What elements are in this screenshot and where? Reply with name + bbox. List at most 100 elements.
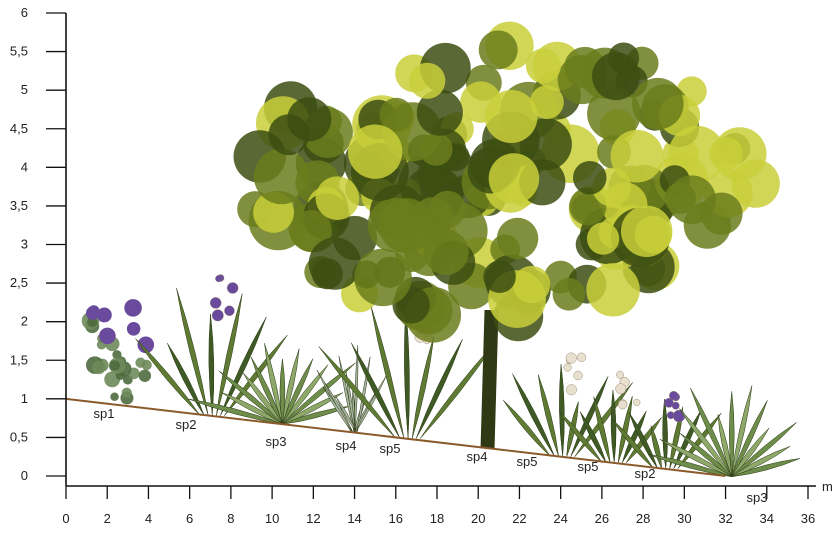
x-tick-label: 34 bbox=[760, 511, 774, 526]
shrub-foliage bbox=[135, 358, 145, 368]
plant-label: sp3 bbox=[266, 434, 287, 449]
y-tick-label: 4,5 bbox=[10, 121, 28, 136]
flower bbox=[210, 297, 221, 308]
x-tick-label: 36 bbox=[801, 511, 815, 526]
x-tick-label: 22 bbox=[512, 511, 526, 526]
leaf bbox=[611, 390, 616, 463]
flower bbox=[673, 410, 685, 422]
leaf bbox=[559, 364, 564, 457]
tree-foliage bbox=[526, 48, 561, 83]
leaf bbox=[651, 426, 662, 469]
plant-label: sp4 bbox=[467, 449, 488, 464]
flower bbox=[574, 371, 583, 380]
x-axis-ticks: 024681012141618202224262830323436 bbox=[62, 486, 815, 526]
plant-purple-flower-shrub bbox=[82, 299, 154, 404]
tree-foliage bbox=[553, 278, 586, 311]
x-tick-label: 12 bbox=[306, 511, 320, 526]
flower bbox=[215, 275, 221, 281]
plant-label: sp2 bbox=[635, 466, 656, 481]
tree-foliage bbox=[348, 125, 402, 179]
flower bbox=[616, 371, 623, 378]
flower bbox=[566, 384, 577, 395]
tree-foliage bbox=[268, 114, 309, 155]
y-tick-label: 5,5 bbox=[10, 44, 28, 59]
plant-label: sp4 bbox=[336, 438, 357, 453]
tree-foliage bbox=[254, 149, 309, 204]
tree-foliage bbox=[700, 193, 742, 235]
flower bbox=[566, 353, 577, 364]
x-axis-unit: m bbox=[822, 479, 833, 494]
plant-label: sp5 bbox=[578, 459, 599, 474]
tree-foliage bbox=[592, 52, 640, 100]
x-tick-label: 10 bbox=[265, 511, 279, 526]
flower bbox=[124, 299, 142, 317]
tree-foliage bbox=[354, 249, 412, 307]
tree-foliage bbox=[409, 63, 445, 99]
x-tick-label: 20 bbox=[471, 511, 485, 526]
tree-foliage bbox=[485, 90, 538, 143]
y-axis-ticks: 0 0,5 1 1,5 2 2,5 3 3,5 4 4,5 5 5,5 6 bbox=[10, 5, 66, 483]
x-tick-label: 0 bbox=[62, 511, 69, 526]
y-tick-label: 1 bbox=[21, 391, 28, 406]
flower bbox=[212, 310, 223, 321]
leaf bbox=[371, 305, 404, 438]
plant-label: sp5 bbox=[380, 441, 401, 456]
tree-foliage bbox=[632, 78, 684, 130]
tree-foliage bbox=[635, 216, 673, 254]
x-tick-label: 26 bbox=[595, 511, 609, 526]
y-tick-label: 2,5 bbox=[10, 275, 28, 290]
tree-foliage bbox=[513, 266, 550, 303]
x-tick-label: 16 bbox=[389, 511, 403, 526]
plant-label: sp5 bbox=[517, 454, 538, 469]
x-tick-label: 4 bbox=[145, 511, 152, 526]
x-tick-label: 18 bbox=[430, 511, 444, 526]
flower bbox=[633, 399, 640, 406]
y-tick-label: 0,5 bbox=[10, 429, 28, 444]
tree-foliage bbox=[309, 237, 361, 289]
tree-foliage bbox=[573, 161, 607, 195]
x-tick-label: 2 bbox=[104, 511, 111, 526]
y-tick-label: 0 bbox=[21, 468, 28, 483]
flower bbox=[618, 400, 627, 409]
tree-foliage bbox=[420, 133, 453, 166]
shrub-foliage bbox=[139, 370, 151, 382]
y-tick-label: 1,5 bbox=[10, 352, 28, 367]
x-tick-label: 8 bbox=[227, 511, 234, 526]
flower bbox=[127, 322, 141, 336]
y-tick-label: 5 bbox=[21, 82, 28, 97]
y-tick-label: 4 bbox=[21, 159, 28, 174]
tree-foliage bbox=[489, 153, 540, 204]
y-tick-label: 2 bbox=[21, 314, 28, 329]
y-tick-label: 6 bbox=[21, 5, 28, 20]
flower bbox=[99, 328, 116, 345]
shrub-foliage bbox=[92, 361, 106, 375]
x-tick-label: 6 bbox=[186, 511, 193, 526]
flower bbox=[564, 364, 572, 372]
x-tick-label: 24 bbox=[553, 511, 567, 526]
flower bbox=[616, 384, 626, 394]
tree-foliage bbox=[479, 30, 518, 69]
y-tick-label: 3,5 bbox=[10, 198, 28, 213]
x-tick-label: 30 bbox=[677, 511, 691, 526]
tree-foliage bbox=[713, 127, 767, 181]
tree-foliage bbox=[587, 222, 619, 254]
flower bbox=[224, 306, 234, 316]
tree-foliage bbox=[586, 263, 639, 316]
tree-foliage bbox=[497, 218, 538, 259]
tree-foliage bbox=[483, 260, 515, 292]
tree-foliage bbox=[611, 130, 664, 183]
flower bbox=[227, 282, 238, 293]
x-tick-label: 28 bbox=[636, 511, 650, 526]
flower bbox=[669, 391, 678, 400]
shrub-foliage bbox=[110, 393, 118, 401]
tree-trunk bbox=[481, 310, 499, 448]
plant-label: sp2 bbox=[176, 417, 197, 432]
flower bbox=[86, 306, 100, 320]
x-tick-label: 14 bbox=[347, 511, 361, 526]
y-tick-label: 3 bbox=[21, 237, 28, 252]
plant-label: sp1 bbox=[94, 406, 115, 421]
shrub-foliage bbox=[122, 388, 132, 398]
plant-label: sp3 bbox=[747, 490, 768, 505]
